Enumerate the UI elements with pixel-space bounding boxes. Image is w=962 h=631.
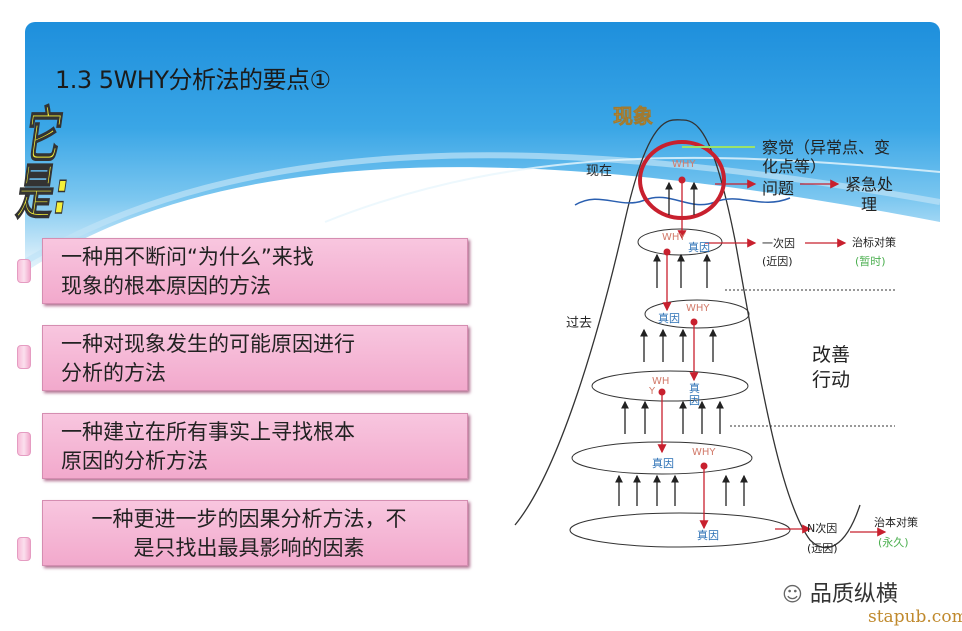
phenomenon-label: 现象 — [613, 104, 654, 129]
definition-text: 是只找出最具影响的因素 — [133, 536, 365, 560]
definition-box: 一种对现象发生的可能原因进行分析的方法 — [42, 325, 468, 391]
true-cause-label: 真因 — [697, 529, 719, 542]
far-cause-label: (远因) — [807, 542, 838, 555]
why-label: WHY — [672, 159, 696, 170]
primary-cause-label: 一次因 — [762, 237, 795, 250]
wave-line — [574, 196, 791, 206]
definition-text: 分析的方法 — [61, 361, 166, 385]
definition-text: 一种用不断问“为什么”来找 — [61, 245, 314, 269]
near-cause-label: (近因) — [762, 255, 793, 268]
notice-label: 察觉（异常点、变化点等） — [762, 138, 891, 176]
bullet-tab — [17, 345, 31, 369]
bell-curve — [514, 119, 861, 549]
true-cause-label: 真因 — [652, 457, 674, 470]
why-label: WHY — [692, 447, 716, 458]
permanent-label: (永久) — [878, 536, 909, 549]
definition-text: 现象的根本原因的方法 — [61, 274, 271, 298]
definition-box: 一种建立在所有事实上寻找根本原因的分析方法 — [42, 413, 468, 479]
urgent-label: 紧急处理 — [845, 175, 894, 214]
bullet-tab — [17, 537, 31, 561]
watermark-brand: ☺ 品质纵横 — [782, 582, 898, 607]
wechat-icon: ☺ — [782, 582, 803, 606]
definition-text: 一种对现象发生的可能原因进行 — [61, 332, 355, 356]
watermark-site: stapub.com — [868, 607, 962, 627]
up-arrows — [615, 181, 748, 506]
true-cause-label: 真因 — [689, 382, 700, 407]
now-label: 现在 — [586, 164, 613, 179]
true-cause-label: 真因 — [688, 241, 710, 254]
symptom-fix-label: 治标对策 — [852, 236, 896, 249]
bullet-tab — [17, 259, 31, 283]
root-fix-label: 治本对策 — [874, 516, 918, 529]
true-cause-label: 真因 — [658, 312, 680, 325]
improve-action-label: 改善行动 — [812, 344, 851, 391]
definition-text: 原因的分析方法 — [61, 449, 208, 473]
past-label: 过去 — [566, 316, 593, 331]
bullet-tab — [17, 432, 31, 456]
level-ellipse — [644, 299, 750, 329]
red-dots — [658, 176, 708, 470]
why-label: WHY — [662, 232, 686, 243]
problem-label: 问题 — [762, 179, 795, 198]
definition-text: 一种建立在所有事实上寻找根本 — [61, 420, 355, 444]
level-ellipse — [591, 370, 749, 402]
definition-text: 一种更进一步的因果分析方法，不 — [91, 507, 407, 531]
n-cause-label: N次因 — [807, 522, 838, 535]
definition-box: 一种用不断问“为什么”来找现象的根本原因的方法 — [42, 238, 468, 304]
level-ellipse — [569, 512, 791, 548]
definition-box: 一种更进一步的因果分析方法，不是只找出最具影响的因素 — [42, 500, 468, 566]
red-arrows — [657, 179, 887, 537]
slide-title: 1.3 5WHY分析法的要点① — [55, 66, 331, 94]
temporary-label: (暂时) — [855, 255, 886, 268]
why-label: WHY — [686, 303, 710, 314]
